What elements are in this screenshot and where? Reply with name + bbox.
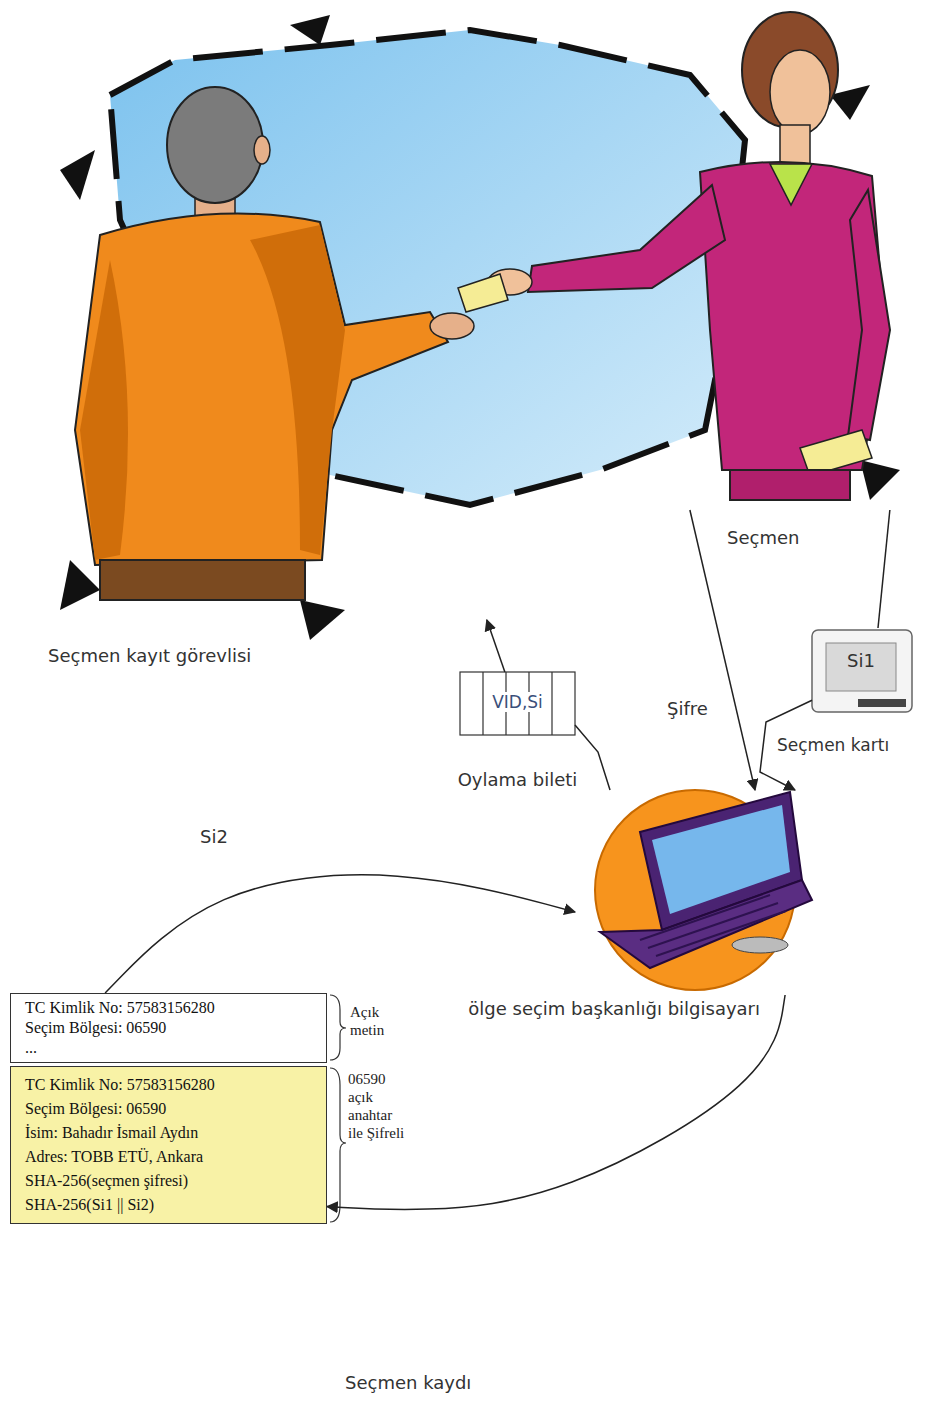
- voter-collar: [770, 164, 812, 205]
- spike: [290, 15, 330, 45]
- figure-label: Seçmen kayıt görevlisi: [48, 645, 251, 667]
- connector-arrow: [327, 995, 785, 1209]
- officer-hand: [430, 313, 474, 339]
- plain-record-box: TC Kimlik No: 57583156280Seçim Bölgesi: …: [10, 993, 327, 1063]
- voter-face: [770, 50, 830, 134]
- ticket-columns: [483, 672, 552, 735]
- connector-arrow: [690, 510, 755, 790]
- handed-card: [458, 274, 508, 312]
- record-field: Adres: TOBB ETÜ, Ankara: [25, 1145, 312, 1169]
- officer-hair: [167, 87, 263, 203]
- card-chip-area: [826, 643, 896, 691]
- connector-arrow: [878, 510, 890, 628]
- voter-neck: [780, 125, 810, 165]
- connector-arrow: [105, 875, 575, 993]
- computer-label: ölge seçim başkanlığı bilgisayarı: [468, 998, 760, 1020]
- laptop-computer: ölge seçim başkanlığı bilgisayarı: [575, 790, 810, 995]
- record-field: İsim: Bahadır İsmail Aydın: [25, 1121, 312, 1145]
- officer-shirt-shade: [250, 225, 345, 555]
- record-field: SHA-256(seçmen şifresi): [25, 1169, 312, 1193]
- voting-ticket: VID,SiOylama bileti: [460, 672, 575, 735]
- laptop-drive: [732, 937, 788, 953]
- bracket-note: Açık metin: [350, 1003, 402, 1039]
- record-field: TC Kimlik No: 57583156280: [25, 1073, 312, 1097]
- bracket-note: 06590 açık anahtar ile Şifreli: [348, 1070, 408, 1142]
- voter-skirt: [730, 470, 850, 500]
- voter-arm: [848, 190, 890, 440]
- ticket-text: VID,Si: [490, 692, 545, 712]
- encrypted-record-box: TC Kimlik No: 57583156280Seçim Bölgesi: …: [10, 1066, 327, 1224]
- bracket: [330, 995, 346, 1060]
- card-text: Si1: [845, 650, 877, 672]
- officer-shirt: [75, 214, 448, 565]
- record-field: SHA-256(Si1 || Si2): [25, 1193, 312, 1217]
- spike: [60, 560, 100, 610]
- voter-arm: [528, 185, 725, 292]
- figure-label: Seçmen: [727, 527, 799, 549]
- officer-trousers: [100, 560, 305, 600]
- officer-figure: Seçmen kayıt görevlisi: [40, 80, 490, 620]
- spike: [860, 460, 900, 500]
- laptop-base: [600, 880, 812, 968]
- ticket-body: [460, 672, 575, 735]
- figure-caption: Seçmen kaydı: [345, 1372, 471, 1393]
- record-field: TC Kimlik No: 57583156280: [25, 998, 312, 1018]
- card-strip: [858, 699, 906, 707]
- connector-arrow: [487, 620, 505, 672]
- record-field: Seçim Bölgesi: 06590: [25, 1097, 312, 1121]
- bracket: [330, 1068, 346, 1222]
- record-field: ...: [25, 1038, 312, 1058]
- card-body: [812, 630, 912, 712]
- card-text: Seçmen kartı: [777, 735, 889, 755]
- spike: [60, 150, 95, 200]
- ticket-text: Oylama bileti: [458, 769, 578, 791]
- connector-label: Şifre: [665, 698, 710, 719]
- officer-shirt-shade: [80, 260, 128, 560]
- spike: [300, 600, 345, 640]
- record-field: Seçim Bölgesi: 06590: [25, 1018, 312, 1038]
- connector-arrow: [575, 725, 610, 790]
- voter-card: Si1Seçmen kartı: [812, 628, 912, 713]
- voter-figure: Seçmen: [600, 10, 910, 510]
- connector-label: Si2: [198, 826, 230, 847]
- officer-ear: [254, 136, 270, 164]
